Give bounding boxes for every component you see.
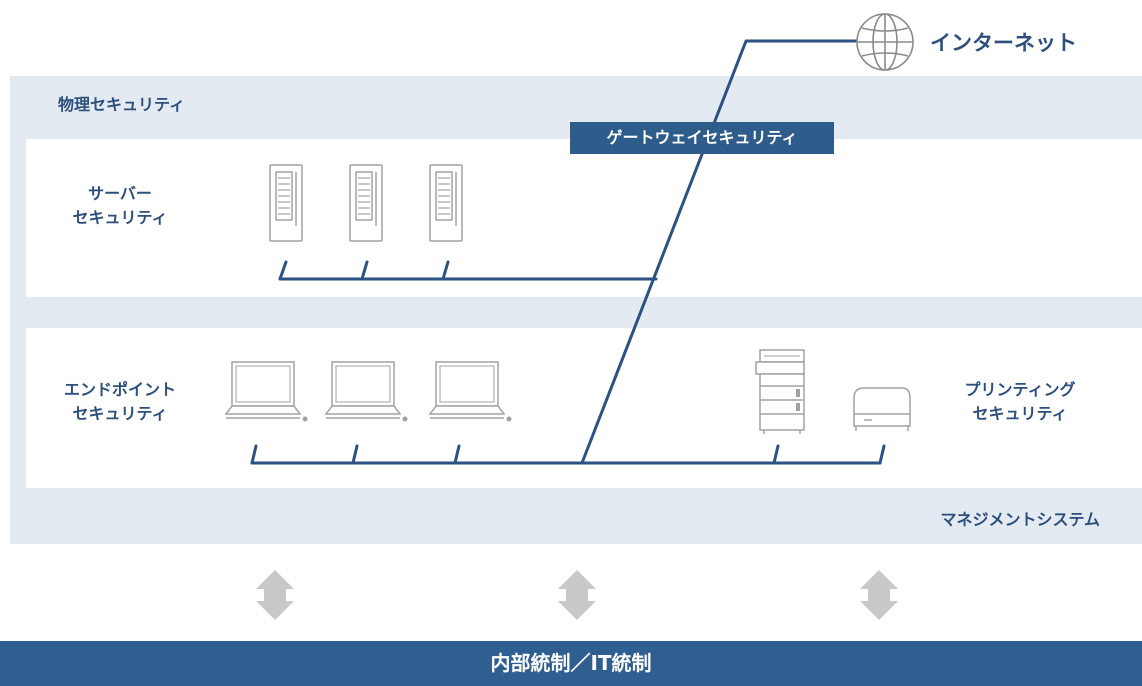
printer-drop-2 xyxy=(878,444,886,465)
double-arrow-icon-1 xyxy=(256,570,294,620)
endpoint-drop-1 xyxy=(250,444,258,465)
printer-drop-1 xyxy=(772,444,780,465)
endpoint-security-label-line-2: セキュリティ xyxy=(72,404,168,423)
server-icon-2 xyxy=(349,164,383,242)
printing-security-label: プリンティング セキュリティ xyxy=(935,378,1105,426)
multifunction-printer-icon xyxy=(755,349,805,434)
internet-label: インターネット xyxy=(930,31,1077,55)
server-security-label-line-1: サーバー xyxy=(88,184,152,203)
internal-control-bar: 内部統制／IT統制 xyxy=(0,641,1142,686)
server-security-label-line-2: セキュリティ xyxy=(72,208,168,227)
management-system-label: マネジメントシステム xyxy=(940,510,1100,529)
endpoint-security-label: エンドポイント セキュリティ xyxy=(40,378,200,426)
double-arrow-icon-3 xyxy=(860,570,898,620)
printer-icon xyxy=(853,387,911,431)
endpoint-drop-2 xyxy=(351,444,359,465)
computer-icon-1 xyxy=(224,361,308,422)
internal-control-label: 内部統制／IT統制 xyxy=(490,651,652,675)
server-drop-3 xyxy=(441,260,450,281)
computer-icon-2 xyxy=(324,361,408,422)
internet-uplink-line xyxy=(580,39,860,465)
server-security-zone xyxy=(26,139,1142,297)
physical-security-label: 物理セキュリティ xyxy=(58,95,186,114)
globe-icon xyxy=(856,13,914,71)
double-arrow-icon-2 xyxy=(558,570,596,620)
server-security-label: サーバー セキュリティ xyxy=(40,182,200,230)
endpoint-security-label-line-1: エンドポイント xyxy=(63,380,176,399)
server-icon-1 xyxy=(269,164,303,242)
gateway-security-label: ゲートウェイセキュリティ xyxy=(570,122,834,154)
server-icon-3 xyxy=(429,164,463,242)
endpoint-drop-3 xyxy=(453,444,461,465)
network-lines xyxy=(250,39,886,465)
printing-security-label-line-2: セキュリティ xyxy=(972,404,1068,423)
computer-icon-3 xyxy=(428,361,512,422)
server-drop-2 xyxy=(360,260,369,281)
server-drop-1 xyxy=(278,260,288,281)
printing-security-label-line-1: プリンティング xyxy=(964,380,1076,399)
